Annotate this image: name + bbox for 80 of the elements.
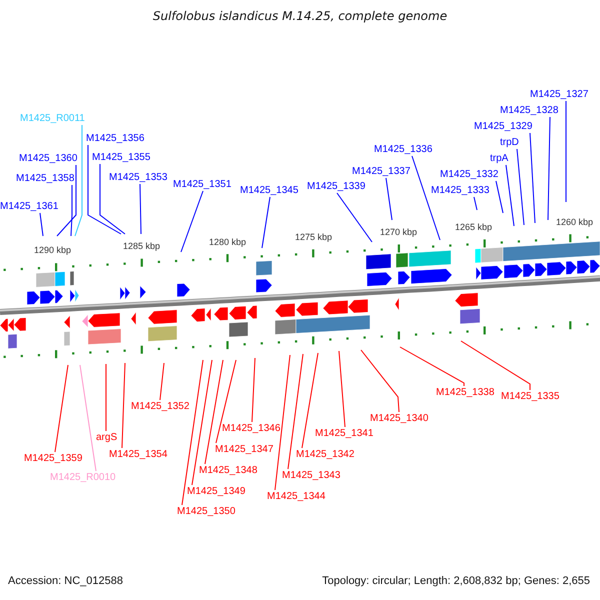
leader-line — [548, 116, 550, 220]
gene-label: M1425_1352 — [131, 400, 190, 413]
position-label: 1275 kbp — [295, 232, 332, 243]
leader-line — [40, 212, 44, 236]
gene-label: M1425_1335 — [501, 390, 560, 403]
gene-label: M1425_1329 — [474, 120, 532, 133]
gene-label: M1425_1346 — [222, 422, 280, 435]
leader-line — [262, 196, 270, 248]
leader-line — [88, 144, 122, 234]
position-label: 1260 kbp — [556, 217, 594, 228]
leader-line — [192, 360, 212, 486]
leader-line — [386, 178, 392, 220]
gene-label: M1425_1328 — [500, 104, 558, 117]
gene-label: M1425_1342 — [296, 448, 354, 461]
leader-line — [530, 132, 536, 224]
gene-label: M1425_1356 — [86, 132, 144, 145]
gene-label: M1425_1338 — [436, 386, 494, 399]
leader-line — [56, 164, 76, 236]
gene-label: M1425_1345 — [240, 184, 298, 197]
position-label: 1265 kbp — [455, 222, 492, 233]
leader-line — [460, 340, 530, 390]
gene-label: trpA — [490, 152, 508, 165]
diagram-title: Sulfolobus islandicus M.14.25, complete genome — [152, 9, 448, 24]
leader-line — [336, 192, 372, 242]
gene-label: M1425_1333 — [431, 184, 490, 197]
leader-line — [74, 124, 82, 236]
leader-line — [360, 350, 400, 412]
leader-line — [516, 148, 524, 226]
gene-label: M1425_1350 — [177, 505, 236, 518]
position-label: 1290 kbp — [34, 245, 72, 256]
gene-label: M1425_1327 — [530, 88, 588, 101]
leader-line — [160, 362, 164, 400]
leader-line — [506, 164, 514, 226]
gene-label: M1425_1343 — [282, 469, 340, 482]
gene-label: M1425_1353 — [109, 171, 168, 184]
leader-line — [496, 180, 504, 214]
footer-text: Accession: NC_012588 — [8, 574, 123, 588]
gene-label: M1425_1358 — [16, 172, 74, 185]
gene-label: M1425_R0010 — [50, 471, 116, 484]
leader-line — [302, 352, 318, 448]
position-label: 1280 kbp — [209, 237, 246, 248]
leader-line — [252, 358, 256, 422]
gene-label: M1425_1336 — [374, 143, 432, 156]
leader-line — [216, 360, 236, 444]
position-label: 1285 kbp — [123, 241, 160, 252]
leader-line — [80, 364, 96, 472]
gene-label: M1425_1349 — [187, 485, 246, 498]
leader-line — [180, 190, 204, 252]
gene-label: M1425_1347 — [215, 443, 274, 456]
gene-label: M1425_1337 — [352, 165, 410, 178]
leader-line — [412, 156, 440, 240]
leader-line — [140, 184, 142, 234]
gene-label: M1425_1340 — [370, 412, 428, 425]
gene-label: M1425_1348 — [199, 464, 258, 477]
leader-line — [400, 346, 464, 386]
position-label: 1270 kbp — [380, 227, 418, 238]
gene-label: M1425_1351 — [173, 178, 232, 191]
gene-label: M1425_1339 — [307, 180, 366, 193]
gene-label: argS — [96, 431, 118, 444]
gene-label: M1425_1354 — [109, 448, 168, 461]
leader-line — [338, 350, 346, 428]
footer-text: Topology: circular; Length: 2,608,832 bp; Genes: 2,655 — [322, 574, 590, 588]
leader-line — [204, 360, 224, 464]
gene-label: M1425_1360 — [19, 152, 78, 165]
gene-label: M1425_1359 — [24, 452, 82, 465]
leader-line — [122, 362, 126, 448]
leader-line — [54, 364, 68, 452]
leader-line — [70, 184, 72, 236]
gene-label: M1425_1361 — [0, 200, 58, 213]
gene-label: M1425_1355 — [92, 151, 150, 164]
gene-label: M1425_1344 — [267, 490, 326, 503]
gene-label: M1425_1332 — [440, 168, 498, 181]
leader-line — [100, 164, 126, 234]
leader-line — [182, 360, 204, 506]
gene-label: M1425_1341 — [315, 427, 374, 440]
leader-line — [274, 354, 290, 490]
leader-line — [288, 354, 304, 470]
gene-label: trpD — [500, 136, 519, 149]
leader-line — [474, 196, 478, 210]
gene-label: M1425_R0011 — [20, 112, 85, 125]
